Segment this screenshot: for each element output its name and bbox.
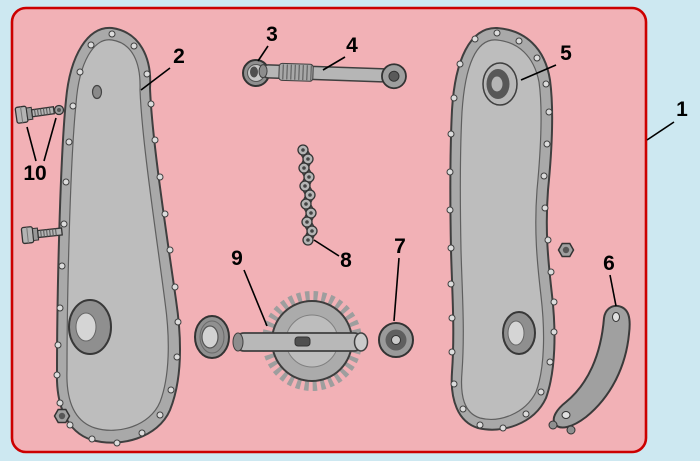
right-cover-top-hub xyxy=(482,62,518,106)
bolt-lower-shape xyxy=(20,226,63,245)
left-cover-hub-hole xyxy=(68,299,112,355)
left-bearing-shape xyxy=(194,315,230,359)
callout-4-label: 4 xyxy=(346,34,358,57)
callout-5: 5 xyxy=(520,42,572,81)
callout-7: 7 xyxy=(393,235,406,322)
callout-6: 6 xyxy=(603,252,617,307)
shaft-washer xyxy=(381,63,407,90)
callout-10: 10 xyxy=(23,117,57,185)
hex-nut-right-shape xyxy=(557,242,575,258)
hex-nut-left-shape xyxy=(53,408,71,424)
right-cover-shape xyxy=(446,26,558,432)
top-shaft-shape xyxy=(258,62,407,90)
callout-3-label: 3 xyxy=(266,23,278,46)
callout-8-label: 8 xyxy=(340,249,352,272)
curved-bracket-shape xyxy=(548,304,631,435)
callout-1: 1 xyxy=(646,98,688,141)
callout-2-label: 2 xyxy=(173,45,185,68)
callout-3: 3 xyxy=(257,23,278,62)
callout-5-label: 5 xyxy=(560,42,572,65)
left-cover-bolt-holes xyxy=(53,30,182,447)
callout-8: 8 xyxy=(313,239,352,272)
left-cover-shape xyxy=(53,26,182,447)
callout-1-label: 1 xyxy=(676,98,688,121)
callout-6-label: 6 xyxy=(603,252,615,275)
bolt-upper-shape xyxy=(14,105,56,124)
callout-2: 2 xyxy=(140,45,185,91)
left-cover-top-hole xyxy=(91,84,103,100)
right-cover-bolt-holes xyxy=(446,29,558,432)
right-cover-hub-hole xyxy=(502,311,536,355)
axle-keyway-slot xyxy=(294,336,311,347)
callout-9-label: 9 xyxy=(231,247,243,270)
callout-7-label: 7 xyxy=(394,235,406,258)
callout-9: 9 xyxy=(231,247,268,327)
callout-4: 4 xyxy=(322,34,358,71)
callout-10-label: 10 xyxy=(23,162,46,185)
small-nut-upper-shape xyxy=(53,104,65,116)
right-bearing-shape xyxy=(378,322,414,358)
chain-shape xyxy=(297,144,318,246)
axle-shaft-shape xyxy=(232,332,369,352)
